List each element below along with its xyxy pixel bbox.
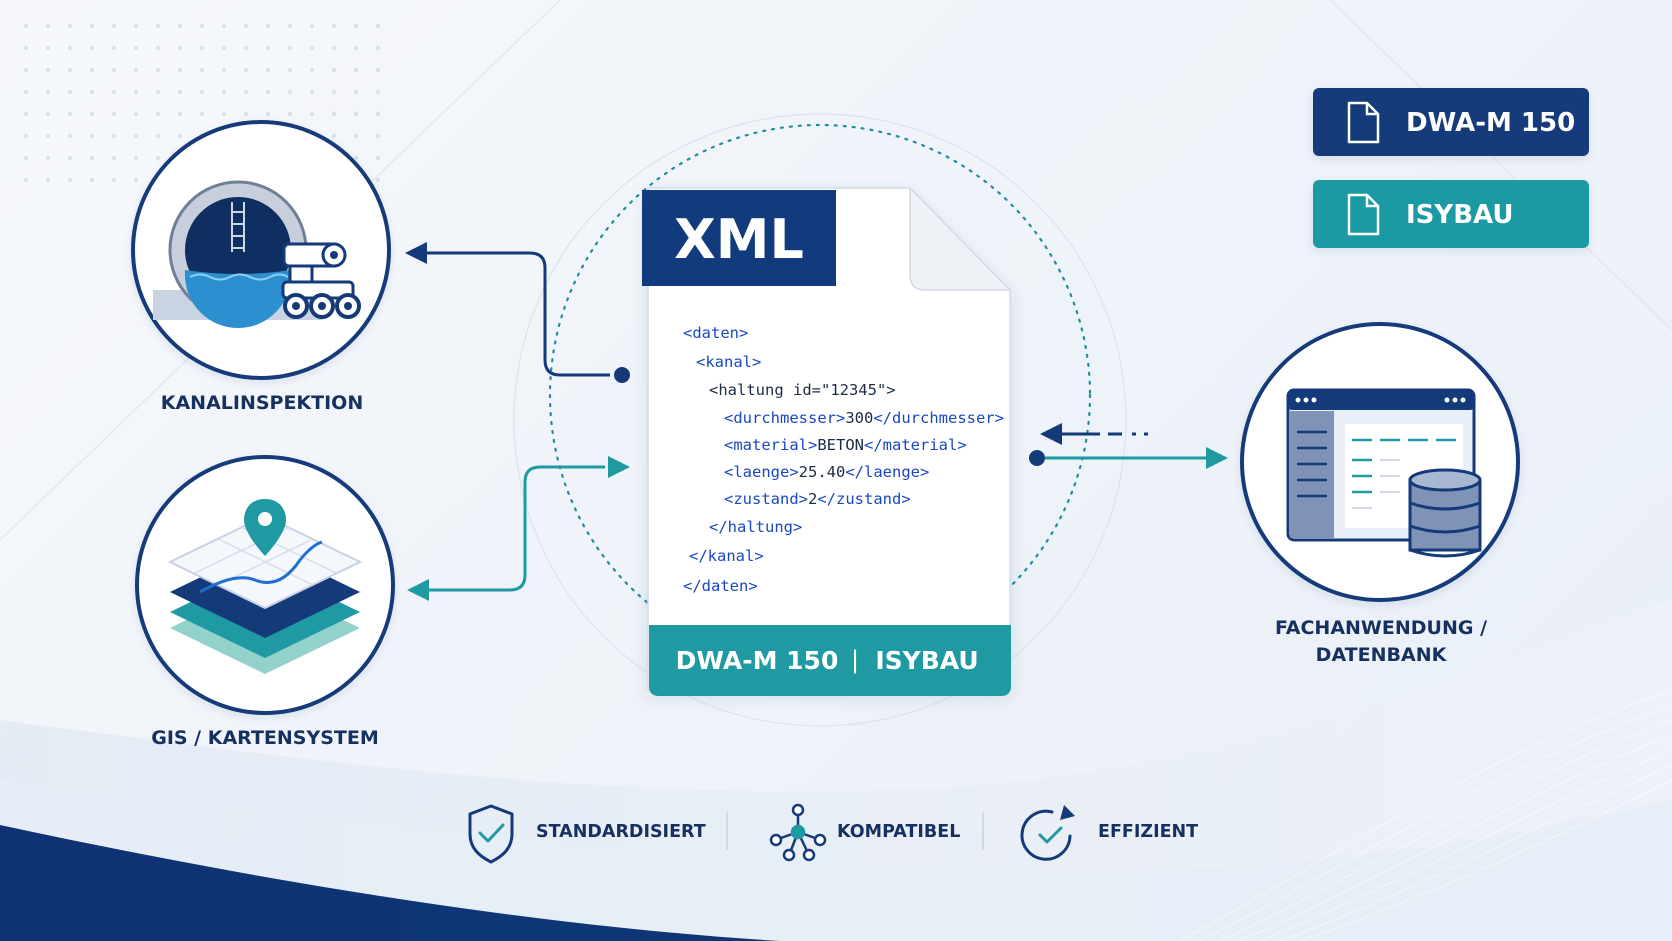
- code-line: </haltung>: [709, 518, 802, 536]
- footer-separator: |: [851, 646, 859, 674]
- footer-isybau-label: ISYBAU: [875, 646, 978, 675]
- code-line: <haltung id="12345">: [709, 381, 896, 399]
- xml-footer-band: [649, 625, 1011, 696]
- code-line: </kanal>: [689, 547, 764, 565]
- connector-dot: [1029, 450, 1045, 466]
- xml-title-block: [642, 190, 836, 286]
- feature-kompatibel-label: KOMPATIBEL: [837, 822, 960, 842]
- feature-effizient: EFFIZIENT: [1020, 805, 1198, 861]
- arrow-head-left: [405, 242, 427, 264]
- code-line: <laenge>25.40</laenge>: [724, 463, 929, 481]
- badge-isybau: ISYBAU: [1313, 180, 1589, 248]
- xml-title: XML: [674, 208, 804, 271]
- map-layers-icon: [167, 499, 363, 674]
- refresh-check-icon: [1020, 809, 1072, 861]
- badge-dwa: DWA-M 150: [1313, 88, 1589, 156]
- xml-document: XML <daten> <kanal> <haltung id="12345">…: [642, 186, 1012, 696]
- label-kanalinspektion: KANALINSPEKTION: [161, 392, 364, 414]
- label-gis: GIS / KARTENSYSTEM: [151, 727, 379, 749]
- code-line: <zustand>2</zustand>: [724, 490, 911, 508]
- network-icon: [769, 803, 827, 862]
- document-icon: [1347, 101, 1380, 144]
- feature-kompatibel: KOMPATIBEL: [769, 803, 960, 862]
- footer-dwa-label: DWA-M 150: [676, 646, 839, 675]
- app-database-icon: [1286, 388, 1482, 558]
- arrow-head-right: [608, 456, 630, 478]
- arrow-head-left: [407, 579, 429, 601]
- document-icon: [1347, 193, 1380, 236]
- outer-ring: [513, 113, 1127, 727]
- page-fold: [909, 186, 1012, 291]
- arrow-head-left: [1040, 423, 1062, 445]
- code-line: <durchmesser>300</durchmesser>: [724, 409, 1004, 427]
- node-kanalinspektion: KANALINSPEKTION: [131, 120, 391, 414]
- badge-dwa-label: DWA-M 150: [1406, 108, 1575, 138]
- badge-isybau-label: ISYBAU: [1406, 200, 1513, 230]
- shield-check-icon: [468, 804, 514, 864]
- connector-kanalinspektion: [405, 242, 630, 383]
- connector-fachanwendung: [1029, 423, 1228, 469]
- code-line: <material>BETON</material>: [724, 436, 967, 454]
- sewer-inspection-icon: [153, 180, 361, 328]
- label-fachanwendung-line2: DATENBANK: [1316, 644, 1448, 666]
- node-fachanwendung: FACHANWENDUNG / DATENBANK: [1240, 322, 1520, 666]
- code-line: <daten>: [683, 324, 748, 342]
- feature-standardisiert-label: STANDARDISIERT: [536, 822, 706, 842]
- feature-standardisiert: STANDARDISIERT: [468, 804, 706, 864]
- code-line: <kanal>: [696, 353, 761, 371]
- connector-gis: [407, 456, 630, 601]
- xml-code: <daten> <kanal> <haltung id="12345"> <du…: [683, 324, 1004, 595]
- code-line: </daten>: [683, 577, 758, 595]
- label-fachanwendung-line1: FACHANWENDUNG /: [1275, 617, 1487, 639]
- connector-dot: [614, 367, 630, 383]
- feature-effizient-label: EFFIZIENT: [1098, 822, 1198, 842]
- arrow-head-right: [1206, 447, 1228, 469]
- node-gis: GIS / KARTENSYSTEM: [135, 455, 395, 749]
